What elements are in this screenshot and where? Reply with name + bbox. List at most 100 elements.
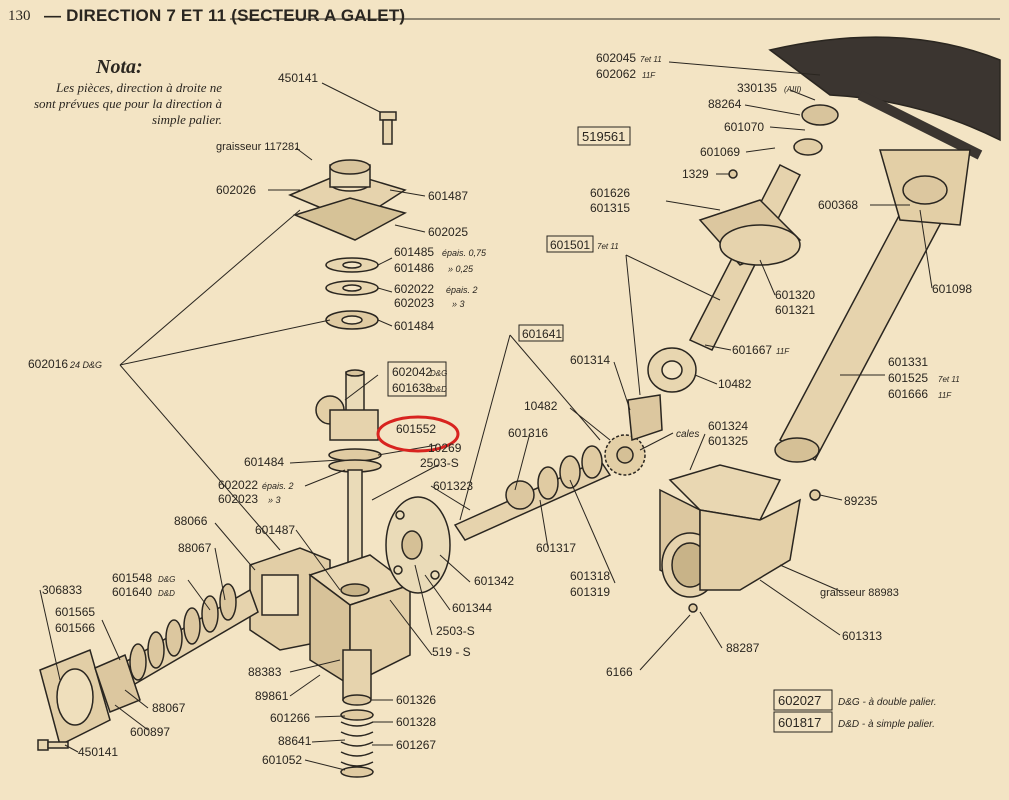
- legend-code-box-1: [773, 689, 833, 711]
- label-601331: 601331: [888, 355, 928, 369]
- label-601501-sfx: 7et 11: [597, 242, 619, 251]
- label-601069: 601069: [700, 145, 740, 159]
- label-602042: 602042: [392, 365, 432, 379]
- legend-code-box-2: [773, 711, 833, 733]
- label-graisseur-117281: graisseur 117281: [216, 141, 300, 153]
- legend-row1-code: 602027: [778, 693, 821, 708]
- label-601548-sfx: D&G: [158, 575, 175, 584]
- label-602045: 602045: [596, 51, 636, 65]
- label-88264: 88264: [708, 97, 742, 111]
- label-600897: 600897: [130, 725, 170, 739]
- label-602023-mid-ep: » 3: [268, 495, 281, 505]
- label-89861: 89861: [255, 689, 289, 703]
- label-601052: 601052: [262, 753, 302, 767]
- label-450141-top: 450141: [278, 71, 318, 85]
- label-10269: 10269: [428, 441, 462, 455]
- label-602016-sfx: 24 D&G: [69, 360, 102, 370]
- label-602045-sfx: 7et 11: [640, 55, 662, 64]
- label-330135-sfx: (AIII): [784, 85, 802, 94]
- label-601525-sfx: 7et 11: [938, 375, 960, 384]
- label-graisseur-88983: graisseur 88983: [820, 587, 899, 599]
- label-601314: 601314: [570, 353, 610, 367]
- label-602025: 602025: [428, 225, 468, 239]
- label-88067-top: 88067: [178, 541, 212, 555]
- parts-drawing: [37, 36, 1001, 778]
- housing-casting: [659, 464, 801, 598]
- label-601266: 601266: [270, 711, 310, 725]
- label-601667-sfx: 11F: [776, 347, 790, 356]
- label-600368: 600368: [818, 198, 858, 212]
- label-88383: 88383: [248, 665, 282, 679]
- legend-row1-text: D&G - à double palier.: [838, 697, 937, 708]
- disc-plate: [385, 496, 451, 594]
- label-602062: 602062: [596, 67, 636, 81]
- label-601565: 601565: [55, 605, 95, 619]
- label-601667: 601667: [732, 343, 772, 357]
- bolt-450141-top: [379, 111, 397, 145]
- page-number: 130: [8, 8, 31, 24]
- box-519561: [577, 126, 631, 146]
- label-306833: 306833: [42, 583, 82, 597]
- highlight-circle-601552: [376, 415, 460, 453]
- label-601640: 601640: [112, 585, 152, 599]
- label-601098: 601098: [932, 282, 972, 296]
- label-601316: 601316: [508, 426, 548, 440]
- label-519s: 519 - S: [432, 645, 471, 659]
- label-601487-mid: 601487: [255, 523, 295, 537]
- label-601484-mid: 601484: [244, 455, 284, 469]
- label-601641: 601641: [522, 327, 562, 341]
- label-602062-sfx: 11F: [642, 71, 656, 80]
- label-601484-top: 601484: [394, 319, 434, 333]
- label-601328: 601328: [396, 715, 436, 729]
- box-601641: [518, 324, 564, 342]
- label-601485: 601485: [394, 245, 434, 259]
- label-601323: 601323: [433, 479, 473, 493]
- nota-text: Les pièces, direction à droite ne sont p…: [34, 80, 222, 127]
- screw-1329: [728, 169, 738, 179]
- label-601320: 601320: [775, 288, 815, 302]
- label-601319: 601319: [570, 585, 610, 599]
- label-601325: 601325: [708, 434, 748, 448]
- label-10482-right: 10482: [718, 377, 752, 391]
- legend: 602027 D&G - à double palier. 601817 D&D…: [773, 689, 937, 733]
- label-601326: 601326: [396, 693, 436, 707]
- label-6166: 6166: [606, 665, 633, 679]
- label-1329: 1329: [682, 167, 709, 181]
- nota-title: Nota:: [96, 56, 143, 78]
- label-601501: 601501: [550, 238, 590, 252]
- end-cover: [39, 648, 141, 747]
- label-601640-sfx: D&D: [158, 589, 175, 598]
- label-602023-top: 602023: [394, 296, 434, 310]
- label-601324: 601324: [708, 419, 748, 433]
- label-601566: 601566: [55, 621, 95, 635]
- label-601342: 601342: [474, 574, 514, 588]
- box-602042-601638: [387, 361, 447, 397]
- label-601525: 601525: [888, 371, 928, 385]
- bolt-450141-bottom: [37, 739, 69, 751]
- label-601313: 601313: [842, 629, 882, 643]
- label-601638: 601638: [392, 381, 432, 395]
- label-602022-mid-ep: épais. 2: [262, 481, 294, 491]
- label-89235: 89235: [844, 494, 878, 508]
- sector-shaft: [315, 369, 382, 581]
- label-88066: 88066: [174, 514, 208, 528]
- label-2503s-top: 2503-S: [420, 456, 459, 470]
- lower-shaft-spring: [340, 649, 374, 778]
- label-602042-sfx: D&G: [430, 369, 447, 378]
- label-601485-ep: épais. 0,75: [442, 248, 487, 258]
- screw-89235: [809, 489, 821, 501]
- top-cover-flange: [288, 159, 408, 241]
- page-title: — DIRECTION 7 ET 11 (SECTEUR A GALET): [44, 6, 406, 25]
- label-601552: 601552: [396, 422, 436, 436]
- label-601548: 601548: [112, 571, 152, 585]
- label-10482-mid: 10482: [524, 399, 558, 413]
- washer-stack-top: [325, 257, 379, 330]
- label-519561: 519561: [582, 129, 625, 144]
- label-88067-bot: 88067: [152, 701, 186, 715]
- steering-wheel: [768, 36, 1001, 160]
- box-601501: [546, 235, 594, 253]
- label-602026: 602026: [216, 183, 256, 197]
- bevel-gears: [604, 394, 663, 476]
- label-601070: 601070: [724, 120, 764, 134]
